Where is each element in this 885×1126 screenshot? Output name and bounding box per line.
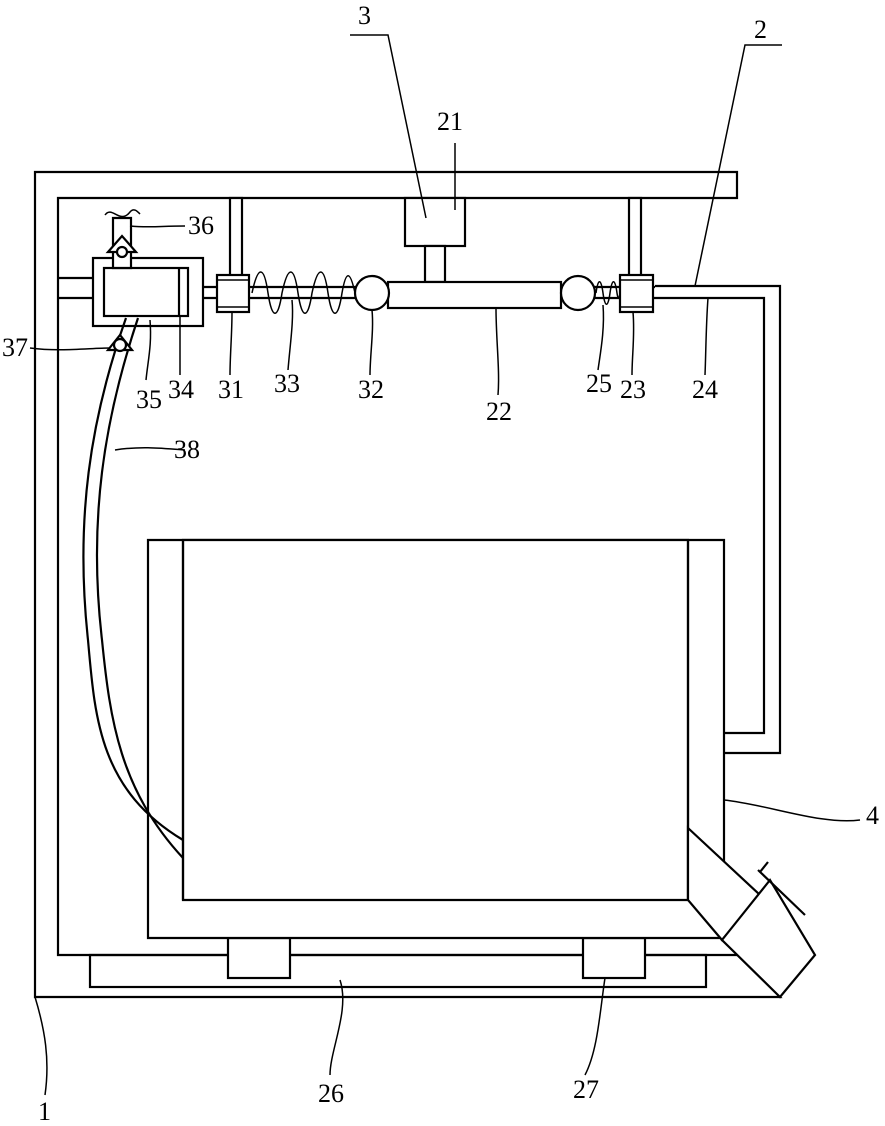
label-21: 21 bbox=[437, 107, 463, 136]
label-22: 22 bbox=[486, 397, 512, 426]
label-33: 33 bbox=[274, 369, 300, 398]
hanger-left bbox=[230, 198, 242, 276]
cylinder-21-neck bbox=[425, 246, 445, 282]
spout-flange-stub bbox=[760, 862, 768, 872]
bar-22 bbox=[388, 282, 561, 308]
label-1: 1 bbox=[38, 1097, 51, 1126]
pipe-36-break bbox=[105, 210, 140, 217]
label-36: 36 bbox=[188, 211, 214, 240]
label-32: 32 bbox=[358, 375, 384, 404]
piston-block bbox=[104, 268, 188, 316]
label-38: 38 bbox=[174, 435, 200, 464]
spring-25 bbox=[596, 282, 620, 305]
label-3: 3 bbox=[358, 1, 371, 30]
support-block-left bbox=[228, 938, 290, 978]
label-31: 31 bbox=[218, 375, 244, 404]
hanger-right bbox=[629, 198, 641, 276]
label-24: 24 bbox=[692, 375, 718, 404]
label-27: 27 bbox=[573, 1075, 599, 1104]
support-block-right bbox=[583, 938, 645, 978]
ball-32-left bbox=[355, 276, 389, 310]
valve-37-pin bbox=[114, 339, 126, 351]
label-34: 34 bbox=[168, 375, 194, 404]
spring-33 bbox=[252, 272, 355, 313]
label-26: 26 bbox=[318, 1079, 344, 1108]
valve-36-pin bbox=[117, 247, 127, 257]
label-35: 35 bbox=[136, 385, 162, 414]
label-4: 4 bbox=[866, 801, 879, 830]
label-37: 37 bbox=[2, 333, 28, 362]
ball-32-right bbox=[561, 276, 595, 310]
cylinder-21 bbox=[405, 198, 465, 246]
label-25: 25 bbox=[586, 369, 612, 398]
label-2: 2 bbox=[754, 15, 767, 44]
inner-container bbox=[183, 540, 688, 900]
label-23: 23 bbox=[620, 375, 646, 404]
